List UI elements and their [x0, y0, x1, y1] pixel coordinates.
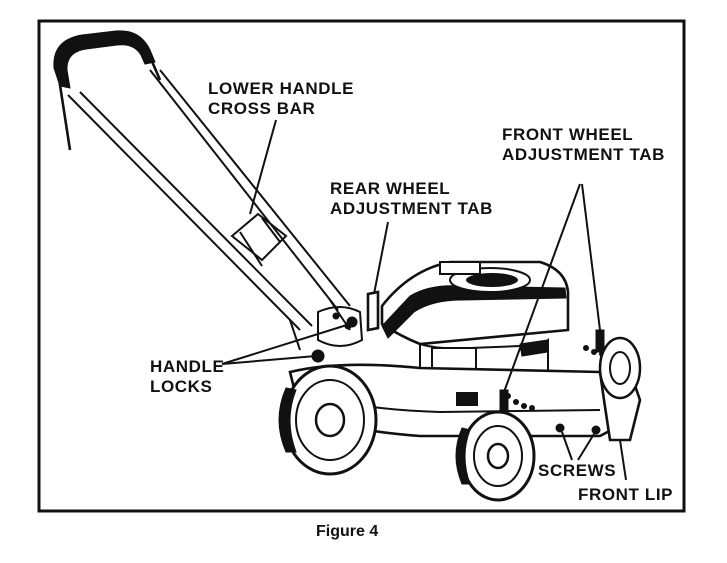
label-handle-locks: HANDLE LOCKS — [150, 357, 230, 396]
front-wheel — [455, 410, 536, 502]
label-screws: SCREWS — [538, 461, 616, 480]
screw-2 — [591, 425, 601, 435]
rear-wheel — [278, 364, 378, 476]
handle-rail-left — [67, 94, 301, 331]
rear-wheel-adjustment-tab — [366, 290, 380, 332]
screw-1 — [555, 423, 565, 433]
leader-lines — [221, 119, 627, 481]
label-front-wheel-adjustment-tab: FRONT WHEEL ADJUSTMENT TAB — [502, 125, 665, 164]
mower-illustration — [53, 30, 642, 502]
front-wheel-adjustment-tab-right — [595, 329, 605, 353]
label-front-lip: FRONT LIP — [578, 485, 673, 504]
front-right-wheel — [598, 336, 642, 400]
handle-rail-right — [149, 69, 339, 311]
label-rear-wheel-adjustment-tab: REAR WHEEL ADJUSTMENT TAB — [330, 179, 493, 218]
label-lower-handle-cross-bar: LOWER HANDLE CROSS BAR — [208, 79, 359, 118]
figure-caption: Figure 4 — [316, 523, 378, 540]
front-wheel-adjustment-tab-left — [499, 389, 509, 411]
